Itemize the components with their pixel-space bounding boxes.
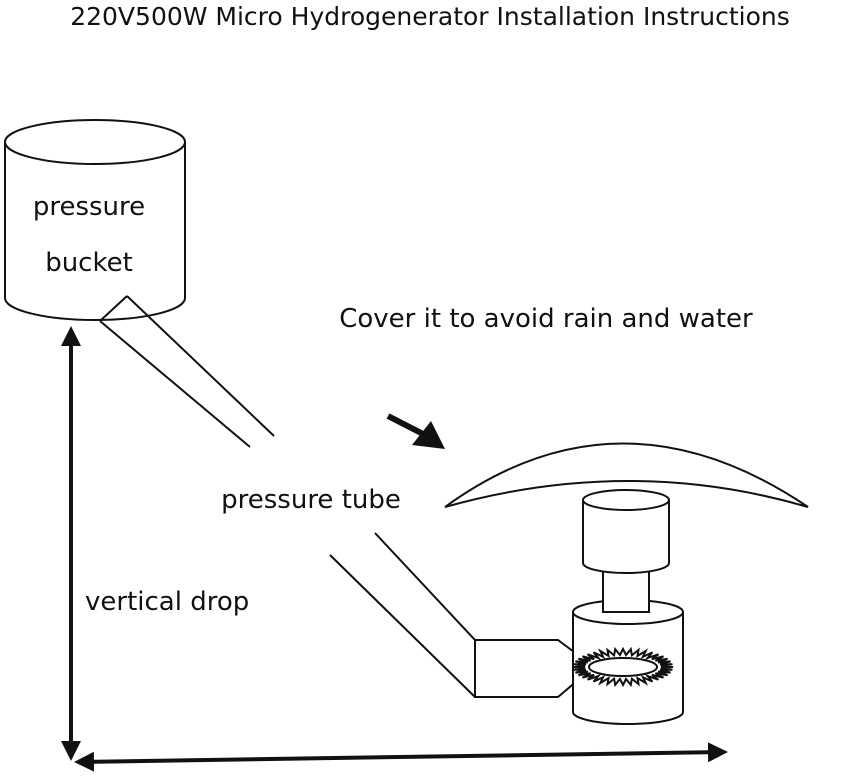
nozzle	[474, 639, 579, 698]
pressure-tube-lower	[329, 532, 476, 698]
pressure-bucket	[4, 119, 186, 321]
pressure-tube-upper	[99, 295, 275, 448]
cover-note: Cover it to avoid rain and water	[339, 304, 753, 334]
diagram-title: 220V500W Micro Hydrogenerator Installati…	[70, 2, 790, 31]
bucket-label-line1: pressure	[33, 192, 145, 222]
bucket-label-line2: bucket	[45, 248, 133, 278]
pointer-arrow-icon	[386, 413, 445, 449]
horizontal-distance-arrow	[74, 742, 728, 772]
turbine-runner	[572, 646, 674, 688]
rain-cover	[444, 442, 809, 508]
generator-shaft	[602, 569, 650, 613]
generator	[582, 489, 670, 574]
pressure-tube-label: pressure tube	[221, 485, 401, 515]
vertical-drop-label: vertical drop	[85, 587, 249, 617]
